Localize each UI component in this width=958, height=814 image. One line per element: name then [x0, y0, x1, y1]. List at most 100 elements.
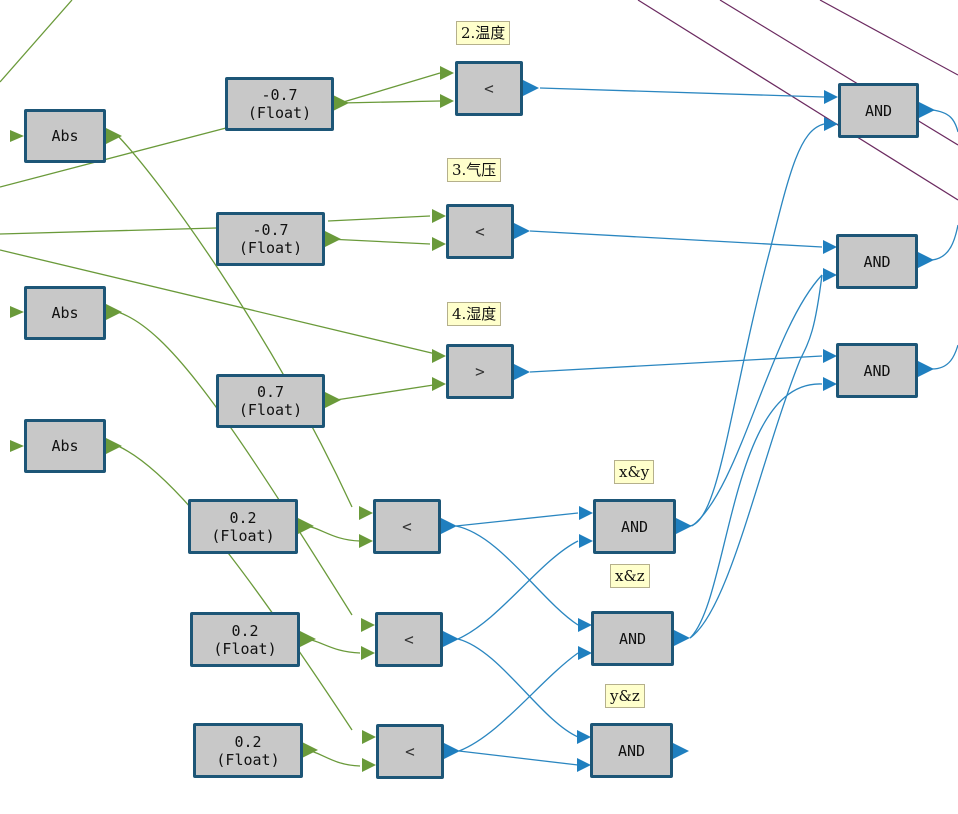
and-label: AND — [864, 101, 893, 120]
green-arrowheads — [10, 66, 454, 772]
operator-label: < — [405, 741, 415, 761]
and-node-xz[interactable]: AND — [591, 611, 674, 666]
node-label: Abs — [51, 304, 79, 322]
blue-wire — [455, 512, 579, 527]
green-wire — [327, 238, 431, 245]
label-xz: x&z — [610, 564, 650, 588]
green-wire — [302, 525, 361, 542]
float-node-5[interactable]: 0.2 (Float) — [190, 612, 300, 667]
float-type: (Float) — [211, 526, 275, 545]
float-value: -0.7 — [252, 221, 289, 239]
operator-label: < — [404, 629, 414, 649]
purple-wire — [819, 0, 958, 76]
green-arrow — [359, 534, 373, 548]
abs-node-2[interactable]: Abs — [24, 286, 106, 340]
green-arrow — [10, 440, 24, 452]
and-label: AND — [618, 629, 647, 648]
blue-arrow — [919, 102, 935, 118]
abs-node-1[interactable]: Abs — [24, 109, 106, 163]
blue-wires — [455, 87, 958, 766]
green-arrow — [302, 742, 318, 758]
green-arrow — [106, 128, 122, 144]
green-arrow — [106, 304, 122, 320]
blue-arrow — [514, 364, 530, 380]
blue-arrow — [676, 518, 692, 534]
float-type: (Float) — [247, 104, 312, 122]
blue-wire — [458, 750, 579, 766]
label-xy: x&y — [614, 460, 655, 484]
green-arrow — [361, 646, 375, 660]
float-value: -0.7 — [261, 86, 298, 104]
blue-wire — [689, 274, 823, 639]
blue-arrow — [444, 743, 460, 759]
float-value: 0.2 — [229, 508, 257, 527]
float-type: (Float) — [216, 750, 280, 769]
float-type: (Float) — [238, 239, 303, 257]
and-label: AND — [617, 741, 646, 760]
node-label: Abs — [51, 437, 79, 455]
blue-arrow — [579, 506, 593, 520]
operator-label: < — [484, 78, 494, 98]
green-arrow — [432, 377, 446, 391]
blue-wire — [539, 87, 825, 98]
green-wire — [117, 135, 353, 508]
compare-node-temperature[interactable]: < — [455, 61, 523, 116]
blue-arrow — [577, 758, 591, 772]
float-node-1[interactable]: -0.7 (Float) — [225, 77, 334, 131]
green-arrow — [440, 94, 454, 108]
operator-label: < — [402, 516, 412, 536]
blue-wire — [457, 638, 579, 738]
green-arrow — [333, 95, 349, 111]
green-arrow — [361, 618, 375, 632]
blue-wire — [931, 344, 958, 370]
blue-arrow — [578, 646, 592, 660]
blue-arrow — [674, 630, 690, 646]
blue-wire — [691, 274, 823, 527]
compare-node-6[interactable]: < — [376, 724, 444, 779]
compare-node-pressure[interactable]: < — [446, 204, 514, 259]
green-arrow — [325, 392, 341, 408]
blue-arrow — [441, 518, 457, 534]
and-label: AND — [620, 517, 649, 536]
label-pressure: 3.气压 — [447, 158, 502, 182]
blue-wire — [689, 383, 823, 639]
green-wire — [117, 311, 353, 616]
abs-node-3[interactable]: Abs — [24, 419, 106, 473]
float-node-2[interactable]: -0.7 (Float) — [216, 212, 325, 266]
compare-node-5[interactable]: < — [375, 612, 443, 667]
green-arrow — [432, 209, 446, 223]
blue-arrow — [918, 252, 934, 268]
purple-wire — [637, 0, 958, 201]
float-type: (Float) — [213, 639, 277, 658]
float-node-6[interactable]: 0.2 (Float) — [193, 723, 303, 778]
and-node-right-1[interactable]: AND — [838, 83, 919, 138]
blue-wire — [529, 230, 823, 248]
and-node-right-3[interactable]: AND — [836, 343, 918, 398]
blue-arrow — [514, 223, 530, 239]
float-node-3[interactable]: 0.7 (Float) — [216, 374, 325, 428]
float-value: 0.2 — [234, 732, 262, 751]
green-wires — [0, 0, 441, 767]
blue-arrow — [579, 534, 593, 548]
green-arrow — [10, 306, 24, 318]
green-arrow — [432, 349, 446, 363]
green-arrow — [10, 130, 24, 142]
and-node-yz[interactable]: AND — [590, 723, 673, 778]
green-wire — [117, 445, 353, 731]
blue-arrow — [673, 743, 689, 759]
float-type: (Float) — [238, 401, 303, 419]
blue-wire — [529, 355, 823, 373]
compare-node-humidity[interactable]: > — [446, 344, 514, 399]
green-wire — [0, 249, 441, 356]
blue-arrow — [918, 361, 934, 377]
and-node-right-2[interactable]: AND — [836, 234, 918, 289]
blue-wire — [457, 540, 579, 640]
and-node-xy[interactable]: AND — [593, 499, 676, 554]
blue-arrowheads — [441, 80, 935, 772]
operator-label: > — [475, 361, 485, 381]
green-wire — [339, 100, 441, 104]
compare-node-4[interactable]: < — [373, 499, 441, 554]
float-node-4[interactable]: 0.2 (Float) — [188, 499, 298, 554]
blue-arrow — [823, 268, 837, 282]
blue-arrow — [824, 117, 838, 131]
